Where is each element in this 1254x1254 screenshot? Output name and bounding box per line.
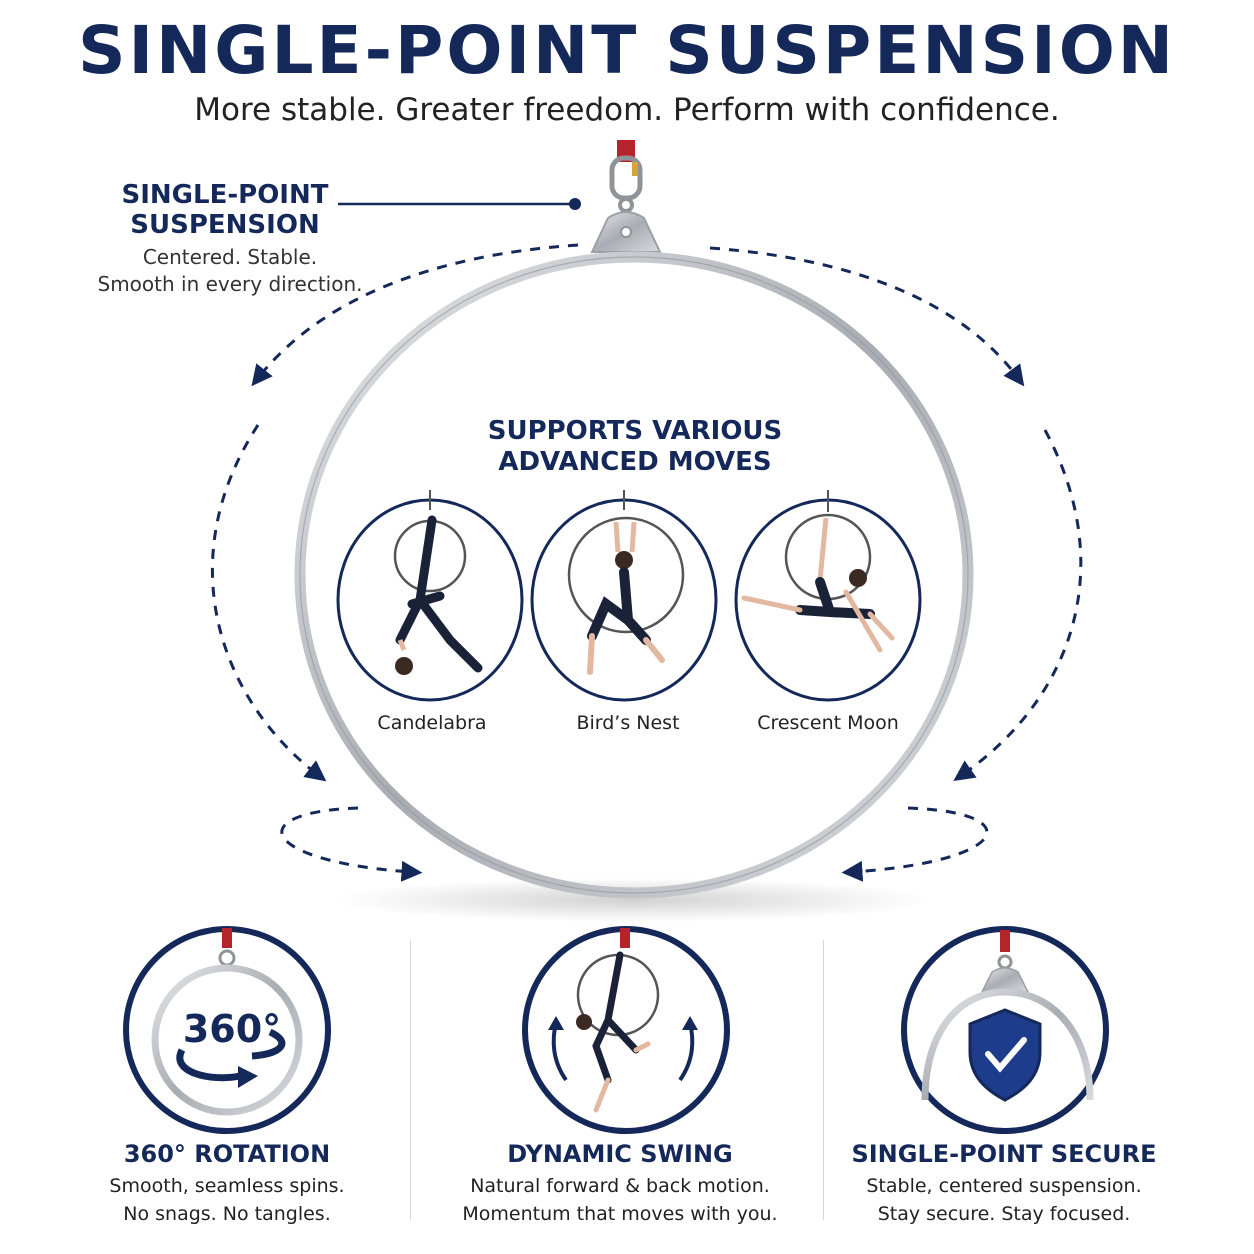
callout-text: Centered. Stable. Smooth in every direct…	[97, 245, 363, 296]
hoop-shadow	[334, 878, 934, 922]
move-medallion-candelabra	[336, 490, 524, 702]
feature-title-rotation: 360° ROTATION	[123, 1140, 331, 1168]
page-title: SINGLE-POINT SUSPENSION	[77, 12, 1177, 89]
feature-text-swing: Natural forward & back motion. Momentum …	[462, 1175, 778, 1225]
rotation-badge: 360°	[123, 926, 331, 1134]
secure-badge	[901, 926, 1109, 1134]
callout-dot	[569, 198, 581, 210]
moves-heading: SUPPORTS VARIOUS ADVANCED MOVES	[487, 416, 783, 477]
page-subtitle: More stable. Greater freedom. Perform wi…	[194, 92, 1060, 128]
move-label-birds-nest: Bird’s Nest	[576, 712, 680, 734]
move-medallion-crescent-moon	[734, 490, 922, 702]
feature-divider	[410, 940, 411, 1220]
feature-title-secure: SINGLE-POINT SECURE	[851, 1140, 1157, 1168]
rotation-arrows	[211, 243, 1083, 882]
shield-check-icon	[968, 1008, 1042, 1102]
move-label-crescent-moon: Crescent Moon	[757, 712, 899, 734]
rotation-badge-text: 360°	[183, 1007, 281, 1051]
move-label-candelabra: Candelabra	[377, 712, 487, 734]
rotation-icon	[176, 1048, 241, 1082]
feature-title-swing: DYNAMIC SWING	[507, 1140, 733, 1168]
feature-text-secure: Stable, centered suspension. Stay secure…	[866, 1175, 1142, 1225]
feature-text-rotation: Smooth, seamless spins. No snags. No tan…	[109, 1175, 345, 1225]
move-medallion-birds-nest	[530, 490, 718, 702]
suspension-rig	[590, 140, 662, 253]
callout-heading: SINGLE-POINT SUSPENSION	[121, 180, 329, 240]
swing-badge	[522, 926, 730, 1134]
feature-divider	[823, 940, 824, 1220]
